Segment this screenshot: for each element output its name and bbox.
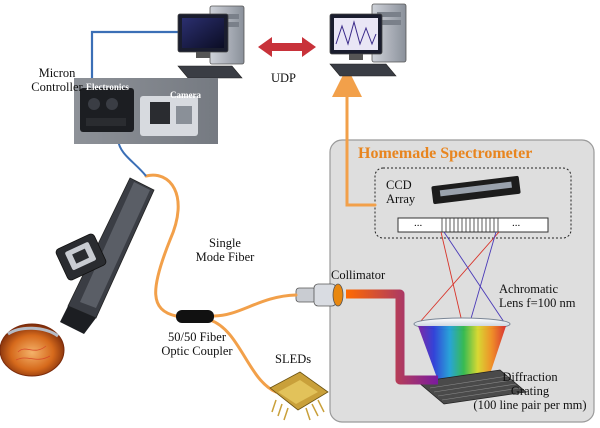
collimated-beam	[346, 289, 438, 385]
achromatic-lens-label: Achromatic Lens f=100 nm	[499, 282, 575, 310]
ccd-line1: CCD	[386, 178, 412, 192]
grating-label: Diffraction Grating (100 line pair per m…	[462, 370, 598, 412]
grating-line3: (100 line pair per mm)	[473, 398, 587, 412]
handpiece-cable	[117, 139, 147, 177]
ccd-line2: Array	[386, 192, 416, 206]
micron-controller-line2: Controller	[31, 80, 83, 94]
ccd-array-label: CCD Array	[386, 178, 415, 206]
handpiece	[55, 177, 155, 334]
coupler-label: 50/50 Fiber Optic Coupler	[148, 330, 246, 358]
ccd-dots-right: ...	[512, 217, 521, 229]
right-computer	[329, 3, 407, 77]
ccd-enclosure	[374, 167, 572, 239]
spectrum-fan	[418, 326, 506, 386]
micron-controller-label: Micron Controller	[18, 66, 96, 94]
diffraction-grating	[417, 369, 527, 405]
electronics-label: Electronics	[86, 82, 129, 92]
camera-label: Camera	[170, 90, 201, 100]
fiber-line2: Mode Fiber	[195, 250, 255, 264]
spectrometer-title: Homemade Spectrometer	[358, 145, 533, 162]
ccd-dots-left: ...	[414, 217, 423, 229]
coupler-line1: 50/50 Fiber	[168, 330, 226, 344]
fiber-line1: Single	[209, 236, 241, 250]
udp-label: UDP	[271, 71, 297, 85]
left-computer	[177, 5, 245, 79]
ccd-sensor	[431, 175, 521, 205]
fiber-lines	[144, 86, 377, 394]
lens-line1: Achromatic	[499, 282, 559, 296]
sleds-label: SLEDs	[275, 352, 312, 366]
eye-illustration	[0, 323, 65, 377]
collimator	[295, 283, 344, 307]
sled-module	[269, 371, 329, 421]
fiber-coupler	[176, 310, 214, 323]
micron-controller-line1: Micron	[38, 66, 76, 80]
ccd-array-strip	[397, 217, 549, 233]
collimator-label: Collimator	[331, 268, 386, 282]
usb-cable	[90, 30, 190, 82]
grating-line2: Grating	[510, 384, 550, 398]
controller-photo	[74, 78, 218, 144]
single-mode-fiber-label: Single Mode Fiber	[182, 236, 268, 264]
coupler-line2: Optic Coupler	[161, 344, 233, 358]
light-rays	[419, 231, 505, 323]
grating-line1: Diffraction	[502, 370, 558, 384]
lens-line2: Lens f=100 nm	[499, 296, 576, 310]
udp-double-arrow	[258, 37, 316, 57]
